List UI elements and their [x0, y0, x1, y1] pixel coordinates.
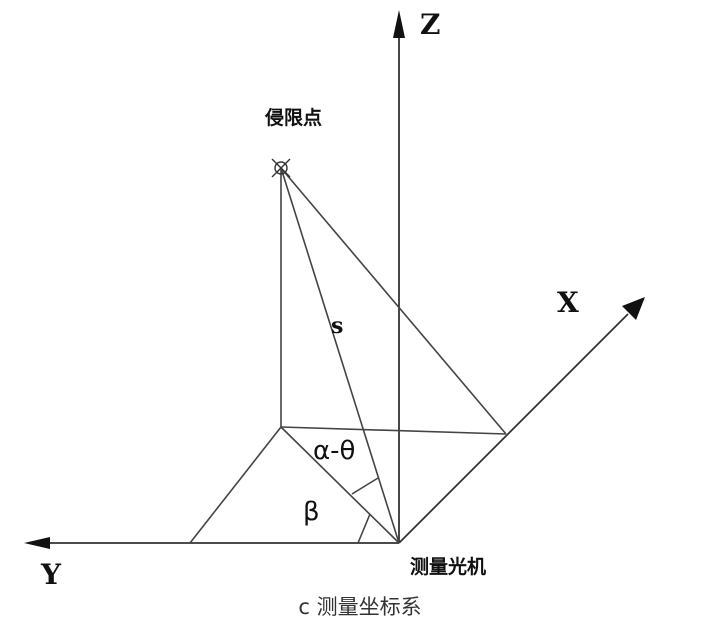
angle-beta-label: β: [303, 497, 320, 527]
projection-to-y-line: [189, 426, 282, 544]
z-axis: [393, 10, 405, 543]
intrusion-point-label: 侵限点: [264, 106, 322, 129]
y-axis-arrowhead-icon: [24, 537, 50, 549]
x-axis-label: X: [557, 286, 579, 319]
y-axis: [24, 537, 399, 549]
y-axis-label: Y: [40, 558, 62, 591]
z-axis-label: Z: [420, 8, 440, 41]
geometry-lines: [189, 167, 507, 544]
distance-s-line: [280, 167, 400, 544]
point-to-x-line: [280, 167, 507, 435]
x-axis: [398, 297, 645, 544]
projection-to-origin-line: [280, 426, 400, 544]
instrument-label: 测量光机: [410, 555, 486, 578]
projection-to-x-line: [280, 426, 507, 435]
angle-alpha-theta-label: α-θ: [313, 436, 355, 466]
right-angle-marker-alpha: [351, 477, 379, 495]
x-axis-arrowhead-icon: [622, 297, 645, 320]
z-axis-arrowhead-icon: [393, 10, 405, 38]
intrusion-point-marker-icon: [271, 158, 291, 178]
figure-caption: c 测量坐标系: [298, 595, 422, 619]
distance-s-label: s: [331, 313, 343, 339]
right-angle-marker-beta: [357, 513, 371, 544]
